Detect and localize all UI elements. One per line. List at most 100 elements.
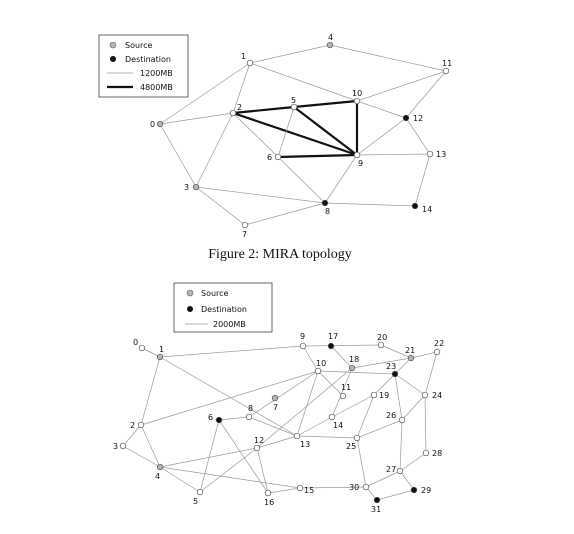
node-label-23: 23 [386,362,396,371]
node-label-22: 22 [434,339,444,348]
link-4-12 [159,447,258,468]
node-label-30: 30 [349,483,359,492]
link-14-19 [331,394,375,418]
figure-2: Source Destination 2000MB 01234567891011… [113,282,444,514]
node-label-10: 10 [352,89,362,98]
link-25-30 [356,437,367,488]
link-12-13 [405,117,431,155]
node-20 [377,341,385,349]
node-29 [410,486,418,494]
link-6-16 [218,419,269,494]
link-10-11 [356,70,447,102]
link-27-29 [399,470,415,491]
node-25 [353,434,361,442]
link-15-16 [267,487,301,494]
link-2-4 [140,424,161,468]
link-10-11 [317,370,344,397]
node-23 [391,370,399,378]
link-3-8 [195,186,326,204]
link-1-13 [159,356,298,437]
node-9 [299,342,307,350]
legend-destination-label: Destination [125,55,171,64]
link-1-10 [249,62,358,102]
node-12 [402,114,410,122]
link-23-24 [394,373,426,396]
node-label-26: 26 [386,411,396,420]
node-label-9: 9 [300,332,305,341]
link-2-10 [140,370,319,426]
node-label-16: 16 [264,498,274,507]
node-label-0: 0 [150,120,155,129]
node-3 [192,183,200,191]
link-1-2 [140,356,161,426]
figure-caption: Figure 2: MIRA topology [208,247,352,262]
link-5-6 [277,106,295,158]
node-12 [253,444,261,452]
node-label-25: 25 [346,442,356,451]
node-label-15: 15 [304,486,314,495]
link-2-6 [232,112,279,158]
link-8-14 [324,202,416,207]
node-1 [246,59,254,67]
link-22-24 [424,351,438,396]
link-2-9 [232,111,358,157]
node-10 [314,367,322,375]
link-13-25 [296,435,358,439]
node-14 [328,413,336,421]
node-7 [271,394,279,402]
node-24 [421,391,429,399]
legend-source-marker [186,289,194,297]
node-label-13: 13 [300,440,310,449]
node-8 [245,413,253,421]
node-label-10: 10 [316,359,326,368]
figure-1: Source Destination 1200MB 4800MB 0123456… [98,33,452,262]
node-19 [370,391,378,399]
link-11-12 [405,70,447,119]
figure-1-edges [159,44,447,226]
node-8 [321,199,329,207]
node-1 [156,353,164,361]
node-label-19: 19 [379,391,389,400]
node-label-7: 7 [242,230,247,239]
legend-source-marker [109,41,117,49]
node-label-1: 1 [159,345,164,354]
link-24-26 [401,394,426,421]
link-15-30 [299,486,367,489]
link-13-14 [414,153,431,207]
link-0-2 [159,112,234,125]
legend-1: Source Destination 1200MB 4800MB [98,34,189,98]
link-18-21 [351,357,412,369]
node-label-2: 2 [130,421,135,430]
node-label-5: 5 [193,497,198,506]
node-7 [241,221,249,229]
node-6 [215,416,223,424]
legend-small-link-label: 1200MB [140,69,173,78]
node-label-12: 12 [413,114,423,123]
node-15 [296,484,304,492]
link-6-9 [277,153,358,159]
node-label-18: 18 [349,355,359,364]
node-2 [137,421,145,429]
node-label-21: 21 [405,346,415,355]
node-label-14: 14 [333,421,343,430]
node-label-31: 31 [371,505,381,514]
node-label-6: 6 [267,153,272,162]
link-9-12 [356,117,407,156]
node-label-4: 4 [328,33,333,42]
node-5 [196,488,204,496]
link-27-30 [365,470,401,488]
link-2-3 [195,112,234,188]
node-label-20: 20 [377,333,387,342]
node-21 [407,354,415,362]
legend-destination-marker [110,56,116,62]
link-29-31 [376,489,415,501]
node-18 [348,364,356,372]
link-27-28 [399,452,427,472]
link-2-3 [122,424,142,447]
node-5 [290,103,298,111]
link-0-3 [159,123,197,188]
link-5-6 [199,419,220,493]
link-0-1 [159,62,251,125]
